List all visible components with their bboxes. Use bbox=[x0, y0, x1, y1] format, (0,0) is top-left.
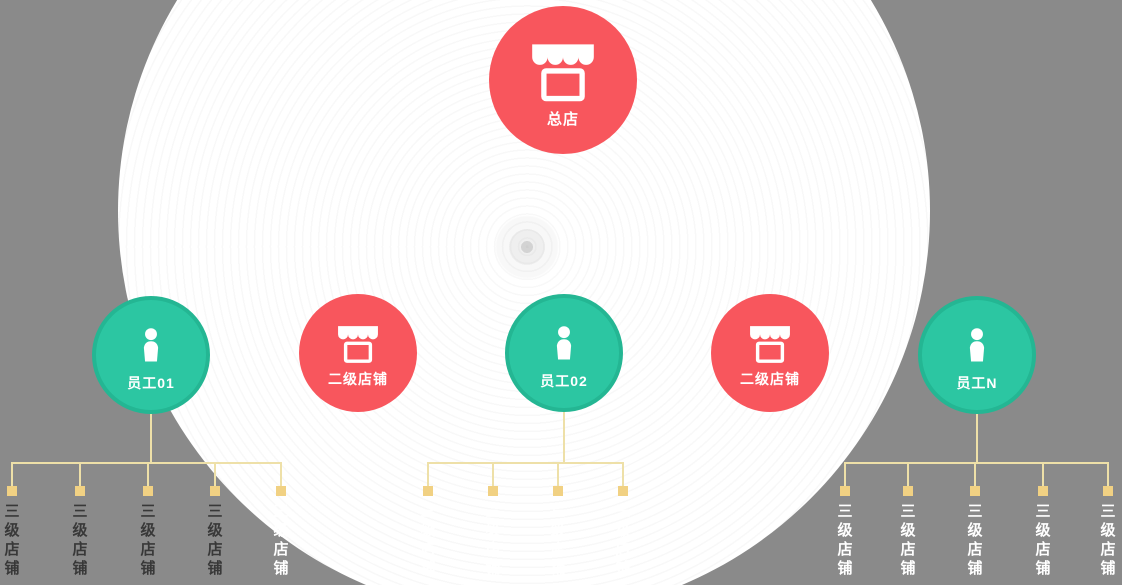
connector-line bbox=[427, 462, 429, 488]
level3-store-label: 三级店铺 bbox=[207, 503, 223, 577]
connector-line bbox=[11, 462, 282, 464]
level3-store-label: 三级店铺 bbox=[4, 503, 20, 577]
node-level2-store-1: 二级店铺 bbox=[299, 294, 417, 412]
connector-node bbox=[903, 486, 913, 496]
level3-store-label: 三级店铺 bbox=[72, 503, 88, 577]
connector-node bbox=[7, 486, 17, 496]
node-label: 员工02 bbox=[540, 372, 588, 389]
level3-store-label: 三级店铺 bbox=[1035, 503, 1051, 577]
connector-node bbox=[1103, 486, 1113, 496]
node-employee-n: 员工N bbox=[918, 296, 1036, 414]
level3-store-label: 三级店铺 bbox=[550, 503, 566, 577]
level3-store-label: 三级店铺 bbox=[615, 503, 631, 577]
connector-line bbox=[557, 462, 559, 488]
level3-store-label: 三级店铺 bbox=[485, 503, 501, 577]
connector-line bbox=[79, 462, 81, 488]
node-employee-01: 员工01 bbox=[92, 296, 210, 414]
connector-line bbox=[11, 462, 13, 488]
connector-line bbox=[1042, 462, 1044, 488]
level3-store-label: 三级店铺 bbox=[273, 503, 289, 577]
level3-store-label: 三级店铺 bbox=[1100, 503, 1116, 577]
connector-node bbox=[553, 486, 563, 496]
storefront-icon bbox=[338, 325, 378, 363]
connector-line bbox=[214, 462, 216, 488]
connector-node bbox=[75, 486, 85, 496]
connector-line bbox=[563, 410, 565, 462]
connector-line bbox=[622, 462, 624, 488]
node-label: 二级店铺 bbox=[328, 370, 388, 387]
storefront-icon bbox=[532, 44, 594, 102]
connector-line bbox=[280, 462, 282, 488]
storefront-icon bbox=[750, 325, 790, 363]
connector-node bbox=[618, 486, 628, 496]
connector-node bbox=[840, 486, 850, 496]
level3-store-label: 三级店铺 bbox=[900, 503, 916, 577]
connector-node bbox=[276, 486, 286, 496]
connector-node bbox=[488, 486, 498, 496]
node-label: 员工N bbox=[956, 374, 998, 391]
connector-line bbox=[427, 462, 624, 464]
node-label: 二级店铺 bbox=[740, 370, 800, 387]
connector-line bbox=[844, 462, 846, 488]
person-icon bbox=[143, 327, 159, 361]
connector-line bbox=[150, 414, 152, 462]
connector-line bbox=[147, 462, 149, 488]
node-label: 员工01 bbox=[127, 374, 175, 391]
node-level2-store-2: 二级店铺 bbox=[711, 294, 829, 412]
connector-node bbox=[423, 486, 433, 496]
connector-line bbox=[974, 462, 976, 488]
connector-node bbox=[210, 486, 220, 496]
connector-line bbox=[1107, 462, 1109, 488]
node-employee-02: 员工02 bbox=[505, 294, 623, 412]
person-icon bbox=[556, 325, 572, 359]
level3-store-label: 三级店铺 bbox=[420, 503, 436, 577]
connector-line bbox=[907, 462, 909, 488]
connector-line bbox=[492, 462, 494, 488]
node-label: 总店 bbox=[546, 111, 579, 128]
level3-store-label: 三级店铺 bbox=[140, 503, 156, 577]
node-head-store: 总店 bbox=[489, 6, 637, 154]
level3-store-label: 三级店铺 bbox=[837, 503, 853, 577]
connector-node bbox=[143, 486, 153, 496]
level3-store-label: 三级店铺 bbox=[967, 503, 983, 577]
person-icon bbox=[969, 327, 985, 361]
connector-node bbox=[1038, 486, 1048, 496]
connector-line bbox=[976, 414, 978, 462]
connector-line bbox=[844, 462, 1109, 464]
connector-node bbox=[970, 486, 980, 496]
center-watermark bbox=[482, 202, 572, 292]
